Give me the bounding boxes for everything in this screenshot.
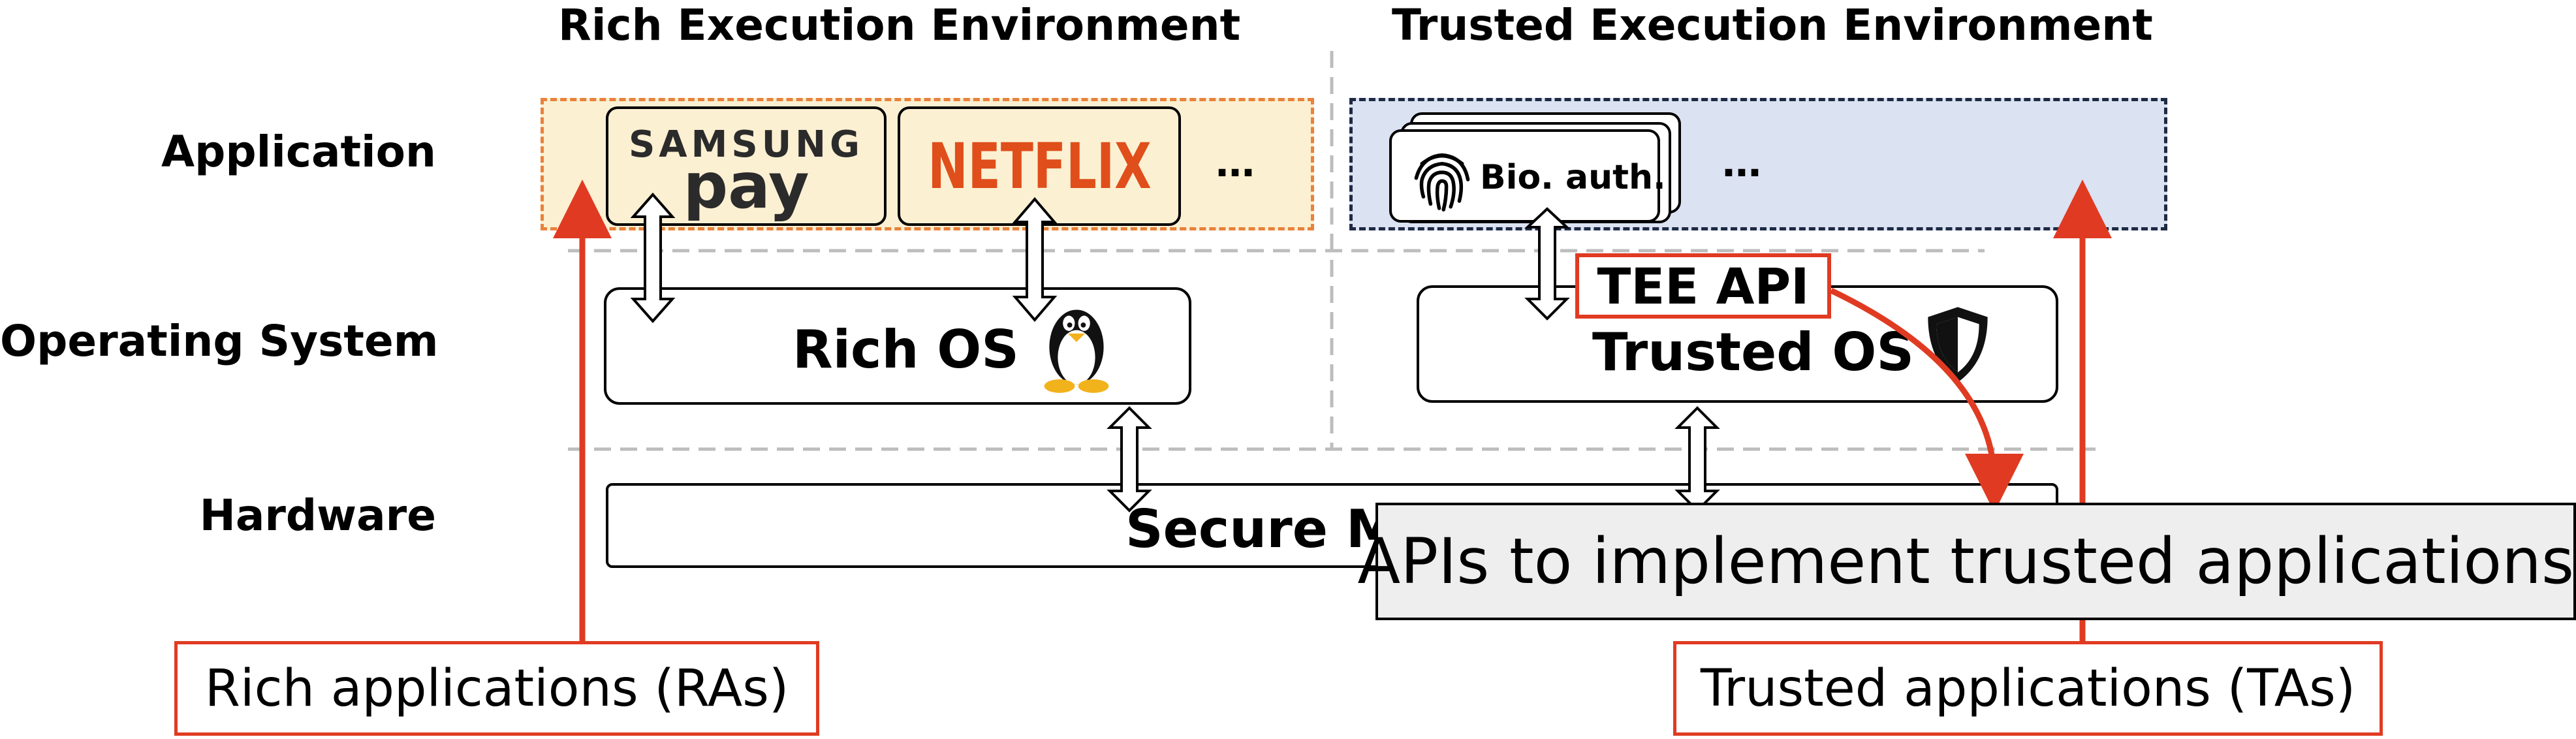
bio-auth-label: Bio. auth. <box>1480 158 1666 197</box>
api-tooltip: APIs to implement trusted applications. <box>1358 503 2576 620</box>
trusted-applications-label: Trusted applications (TAs) <box>1700 659 2356 718</box>
rich-os-label: Rich OS <box>793 319 1019 380</box>
secure-monitor-label: Secure M <box>1125 499 1398 559</box>
samsung-label: SAMSUNG <box>628 123 864 166</box>
tee-api-box: TEE API <box>1575 253 1831 319</box>
rich-os-box: Rich OS <box>604 287 1191 405</box>
api-tooltip-text: APIs to implement trusted applications. <box>1357 525 2576 598</box>
trusted-os-label: Trusted OS <box>1592 322 1915 383</box>
trusted-applications-callout: Trusted applications (TAs) <box>1673 641 2383 736</box>
linux-penguin-icon <box>1044 309 1109 393</box>
fingerprint-icon <box>1414 153 1470 212</box>
tee-more-apps: … <box>1722 140 1761 186</box>
row-label-hardware: Hardware <box>199 490 436 541</box>
ree-header: Rich Execution Environment <box>558 0 1241 50</box>
rich-applications-callout: Rich applications (RAs) <box>174 641 819 736</box>
row-label-operating-system: Operating System <box>0 316 439 366</box>
bio-auth-app[interactable]: Bio. auth. <box>1389 129 1666 223</box>
tee-api-label: TEE API <box>1597 257 1810 315</box>
rich-applications-label: Rich applications (RAs) <box>204 659 789 718</box>
row-label-application: Application <box>161 127 436 177</box>
pay-label: pay <box>683 149 809 223</box>
ree-more-apps: … <box>1216 140 1255 186</box>
tee-header: Trusted Execution Environment <box>1392 0 2153 50</box>
netflix-label: NETFLIX <box>927 129 1152 203</box>
